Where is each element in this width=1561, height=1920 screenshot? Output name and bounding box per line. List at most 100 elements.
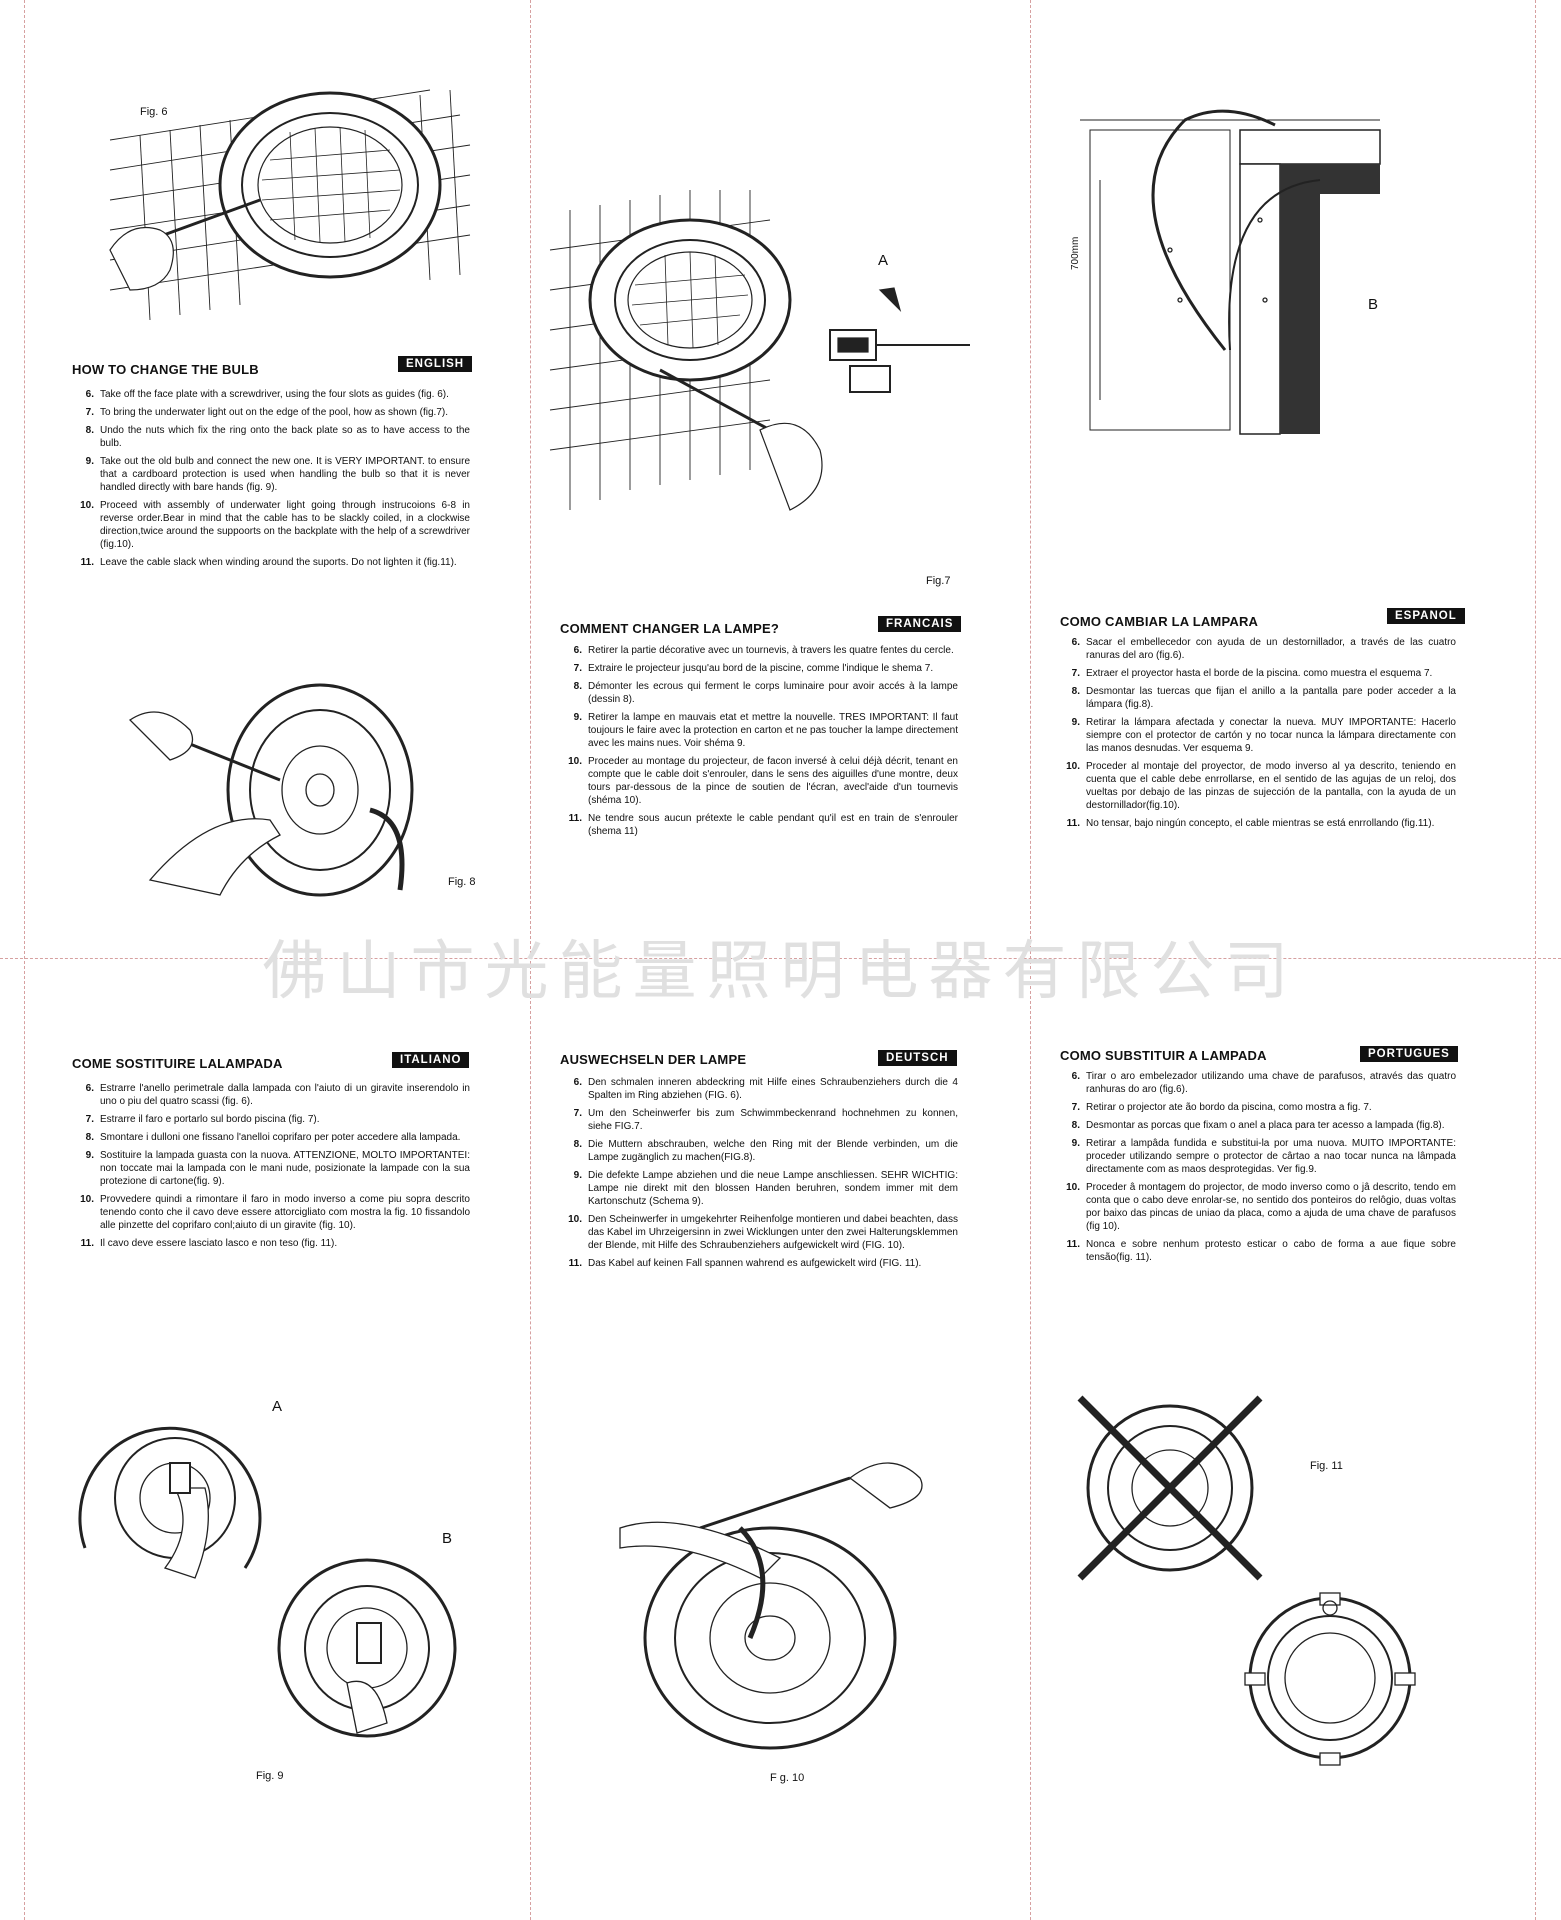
step-text: Nonca e sobre nenhum protesto esticar o … — [1086, 1239, 1456, 1263]
section-title-english: HOW TO CHANGE THE BULB — [72, 362, 259, 377]
step-number: 7. — [1071, 668, 1080, 679]
fig8-label: Fig. 8 — [448, 876, 476, 888]
fold-line-vertical-2 — [1030, 0, 1031, 1920]
step-item: 7.Retirar o projector ate ão bordo da pi… — [1056, 1101, 1456, 1114]
section-title-spanish: COMO CAMBIAR LA LAMPARA — [1060, 614, 1259, 629]
step-text: Desmontar as porcas que fixam o anel a p… — [1086, 1120, 1445, 1131]
step-text: Undo the nuts which fix the ring onto th… — [100, 425, 470, 449]
step-text: Provvedere quindi a rimontare il faro in… — [100, 1194, 470, 1231]
panel-portuguese: COMO SUBSTITUIR A LAMPADA PORTUGUES 6.Ti… — [1030, 958, 1535, 1920]
step-number: 9. — [1071, 717, 1080, 728]
section-title-german: AUSWECHSELN DER LAMPE — [560, 1052, 747, 1067]
step-text: Démonter les ecrous qui ferment le corps… — [588, 681, 958, 705]
fig10-label: F g. 10 — [770, 1772, 805, 1784]
step-number: 6. — [573, 645, 582, 656]
step-text: Estrarre l'anello perimetrale dalla lamp… — [100, 1083, 470, 1107]
step-number: 7. — [85, 407, 94, 418]
step-text: Smontare i dulloni one fissano l'anelloi… — [100, 1132, 461, 1143]
step-text: Proceed with assembly of underwater ligh… — [100, 500, 470, 550]
lang-badge-german: DEUTSCH — [878, 1050, 957, 1066]
step-text: Sostituire la lampada guasta con la nuov… — [100, 1150, 470, 1187]
step-item: 9.Sostituire la lampada guasta con la nu… — [70, 1149, 470, 1188]
company-watermark: 佛山市光能量照明电器有限公司 — [262, 935, 1299, 1009]
step-item: 10. Proceder al montaje del proyector, de… — [1056, 760, 1456, 812]
step-text: Ne tendre sous aucun prétexte le cable p… — [588, 813, 958, 837]
step-text: Proceder al montaje del proyector, de mo… — [1086, 761, 1456, 811]
step-text: Il cavo deve essere lasciato lasco e non… — [100, 1238, 338, 1249]
steps-list-portuguese: 6.Tirar o aro embelezador utilizando uma… — [1056, 1070, 1456, 1269]
step-item: 10. Provvedere quindi a rimontare il faro… — [70, 1193, 470, 1232]
section-title-portuguese: COMO SUBSTITUIR A LAMPADA — [1060, 1048, 1267, 1063]
lang-badge-portuguese: PORTUGUES — [1360, 1046, 1458, 1062]
panel-english: Fig. 6 HOW TO CHANGE THE BUL — [0, 0, 530, 958]
step-number: 8. — [1071, 686, 1080, 697]
step-number: 10. — [80, 500, 94, 511]
step-item: 11.Il cavo deve essere lasciato lasco e … — [70, 1237, 470, 1250]
fig10-illustration — [619, 1462, 923, 1750]
fig6-illustration — [109, 89, 471, 321]
fig6-label: Fig. 6 — [140, 106, 168, 118]
step-item: 10.Proceder â montagem do projector, de … — [1056, 1181, 1456, 1233]
step-item: 11.No tensar, bajo ningún concepto, el c… — [1056, 817, 1456, 830]
step-item: 10.Proceder au montage du projecteur, de… — [558, 755, 958, 807]
step-number: 8. — [573, 681, 582, 692]
dimension-700mm: 700mm — [1070, 236, 1081, 270]
step-item: 11.Leave the cable slack when winding ar… — [70, 556, 470, 569]
step-number: 6. — [1071, 637, 1080, 648]
step-item: 6.Tirar o aro embelezador utilizando uma… — [1056, 1070, 1456, 1096]
steps-list-italian: 6. Estrarre l'anello perimetrale dalla la… — [70, 1082, 470, 1255]
step-text: Extraer el proyector hasta el borde de l… — [1086, 668, 1433, 679]
panel-german: AUSWECHSELN DER LAMPE DEUTSCH 6.Den schm… — [530, 958, 1030, 1920]
step-item: 8. Smontare i dulloni one fissano l'anell… — [70, 1131, 470, 1144]
step-number: 7. — [573, 1108, 582, 1119]
fig11-illustration-top — [1077, 1395, 1263, 1581]
step-text: Retirar la lámpara afectada y conectar l… — [1086, 717, 1456, 754]
fig9-illustration-b — [277, 1558, 457, 1738]
step-item: 6. Take off the face plate with a screwdr… — [70, 388, 470, 401]
fig7-label-a: A — [878, 252, 889, 269]
step-number: 8. — [85, 1132, 94, 1143]
step-item: 10. Proceed with assembly of underwater l… — [70, 499, 470, 551]
step-item: 7.Um den Scheinwerfer bis zum Schwimmbec… — [558, 1107, 958, 1133]
step-item: 9. Die defekte Lampe abziehen und die neu… — [558, 1169, 958, 1208]
fig-b-label: B — [1368, 296, 1379, 313]
panel-french: A Fig.7 COMMENT CHANGER LA LAMPE? FRANCA… — [530, 0, 1030, 958]
fig11-label: Fig. 11 — [1310, 1460, 1343, 1472]
step-text: Leave the cable slack when winding aroun… — [100, 557, 457, 568]
step-number: 11. — [1066, 1239, 1080, 1250]
step-item: 8.Die Muttern abschrauben, welche den Ri… — [558, 1138, 958, 1164]
step-text: Desmontar las tuercas que fijan el anill… — [1086, 686, 1456, 710]
step-item: 6.Retirer la partie décorative avec un t… — [558, 644, 958, 657]
fold-line-vertical-left — [24, 0, 25, 1920]
step-item: 10. Den Scheinwerfer in umgekehrter Reihe… — [558, 1213, 958, 1252]
step-number: 8. — [85, 425, 94, 436]
fig7-label: Fig.7 — [926, 575, 951, 587]
step-item: 11.Das Kabel auf keinen Fall spannen wah… — [558, 1257, 958, 1270]
fold-line-horizontal — [0, 958, 1561, 959]
step-number: 7. — [1071, 1102, 1080, 1113]
step-number: 10. — [80, 1194, 94, 1205]
step-number: 9. — [573, 1170, 582, 1181]
step-item: 6. Estrarre l'anello perimetrale dalla la… — [70, 1082, 470, 1108]
step-text: Retirar a lampâda fundida e substitui-la… — [1086, 1138, 1456, 1175]
step-number: 7. — [573, 663, 582, 674]
step-number: 10. — [568, 1214, 582, 1225]
step-text: Die defekte Lampe abziehen und die neue … — [588, 1170, 958, 1207]
step-item: 8. Undo the nuts which fix the ring onto … — [70, 424, 470, 450]
fig9-label-a: A — [272, 1398, 283, 1415]
panel-italian: COME SOSTITUIRE LALAMPADA ITALIANO 6.Est… — [0, 958, 530, 1920]
step-item: 7.Estrarre il faro e portarlo sul bordo … — [70, 1113, 470, 1126]
lang-badge-spanish: ESPANOL — [1387, 608, 1465, 624]
step-number: 11. — [568, 813, 582, 824]
step-text: Den Scheinwerfer in umgekehrter Reihenfo… — [588, 1214, 958, 1251]
panel-spanish: 700mm B COMO CAMBIAR LA LAMPARA ESPANOL … — [1030, 0, 1535, 958]
step-item: 6. Sacar el embellecedor con ayuda de un … — [1056, 636, 1456, 662]
step-text: Retirer la lampe en mauvais etat et mett… — [588, 712, 958, 749]
step-number: 6. — [85, 1083, 94, 1094]
section-title-italian: COME SOSTITUIRE LALAMPADA — [72, 1056, 283, 1071]
step-item: 9.Retirer la lampe en mauvais etat et me… — [558, 711, 958, 750]
step-number: 10. — [1066, 761, 1080, 772]
step-text: Take off the face plate with a screwdriv… — [100, 389, 449, 400]
step-number: 6. — [85, 389, 94, 400]
step-text: Sacar el embellecedor con ayuda de un de… — [1086, 637, 1456, 661]
